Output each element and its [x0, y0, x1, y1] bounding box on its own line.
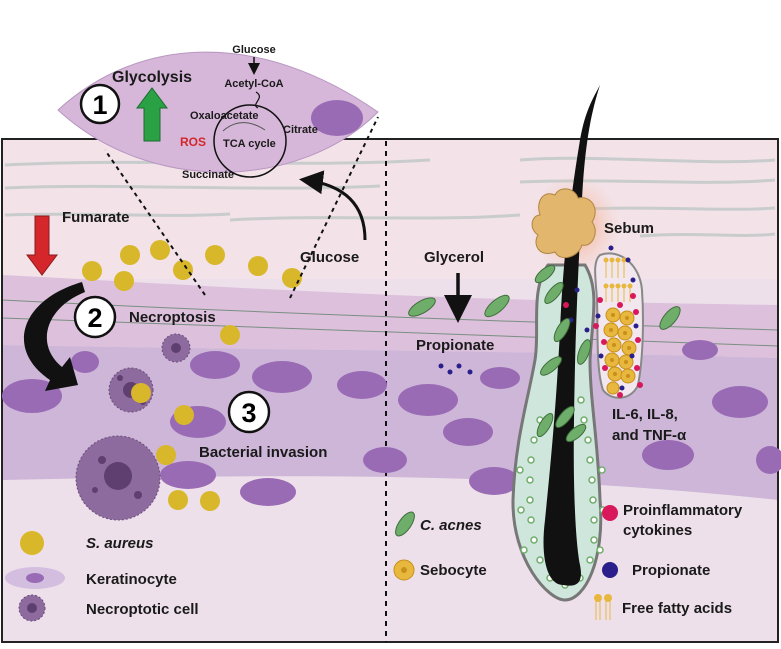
legend-keratinocyte-nucleus: [26, 573, 44, 583]
fumarate-label: Fumarate: [62, 209, 130, 226]
legend-propionate-icon: [602, 562, 618, 578]
propionate-dots: [438, 363, 473, 375]
legend-keratinocyte-label: Keratinocyte: [86, 571, 177, 588]
cytokines-label-line2: and TNF-α: [612, 427, 687, 444]
bacterial-invasion-label: Bacterial invasion: [199, 444, 327, 461]
pathway-ros: ROS: [180, 135, 206, 149]
glucose-uptake-arrow: [299, 170, 367, 241]
tissue-background: [1, 138, 779, 643]
cytokine-dots: [563, 293, 643, 398]
legend-cytokine-icon: [602, 505, 618, 521]
tca-cycle-circle: [213, 104, 287, 178]
legend-cytokines-label-line2: cytokines: [623, 522, 692, 539]
legend-fatty-acids-label: Free fatty acids: [622, 600, 732, 617]
hair-shaft: [543, 85, 600, 586]
legend-c-acnes-icon: [395, 511, 415, 537]
step-3-number: 3: [241, 398, 256, 428]
step-1-number: 1: [92, 90, 107, 120]
fatty-acid-chains: [605, 262, 631, 302]
fatty-acid-heads: [603, 257, 633, 289]
fumarate-decrease-arrow: [26, 215, 58, 276]
glycerol-label: Glycerol: [424, 249, 484, 266]
pathway-oxaloacetate: Oxaloacetate: [190, 110, 258, 122]
step-2-circle: [73, 295, 117, 339]
legend-fatty-acid-icon: [594, 594, 612, 620]
pathway-glucose: Glucose: [232, 44, 275, 56]
sebum-blob: [531, 188, 596, 259]
acetyl-link: [255, 91, 260, 109]
tissue-border: [1, 138, 779, 643]
inset-nucleus: [311, 100, 363, 136]
zoom-lines: [104, 116, 379, 299]
propionate-dots-gland: [568, 245, 639, 391]
legend-sebocyte-label: Sebocyte: [420, 562, 487, 579]
necroptosis-label: Necroptosis: [129, 309, 216, 326]
glucose-label: Glucose: [300, 249, 359, 266]
legend-c-acnes-label: C. acnes: [420, 517, 482, 534]
legend-sebocyte-nucleus: [401, 567, 407, 573]
propionate-label: Propionate: [416, 337, 494, 354]
sebaceous-gland: [563, 245, 644, 399]
glycolysis-up-arrow: [136, 87, 168, 142]
mito-fold: [222, 122, 266, 132]
legend-s-aureus-label: S. aureus: [86, 535, 154, 552]
follicle-cells: [516, 396, 607, 589]
step-2-number: 2: [87, 303, 102, 333]
step-3-circle: [227, 390, 271, 434]
cytokines-label-line1: IL-6, IL-8,: [612, 406, 678, 423]
pathway-citrate: Citrate: [283, 124, 318, 136]
sebocyte-nuclei: [609, 313, 631, 378]
pathway-succinate: Succinate: [182, 169, 234, 181]
sebum-label: Sebum: [604, 220, 654, 237]
pathway-tca-cycle: TCA cycle: [223, 138, 276, 150]
legend-cytokines-label-line1: Proinflammatory: [623, 502, 743, 519]
hair-follicle: [511, 85, 620, 602]
legend-right: C. acnes Sebocyte Proinflammatory cytoki…: [393, 502, 743, 620]
pathway-acetyl-coa: Acetyl-CoA: [224, 78, 283, 90]
legend-propionate-label: Propionate: [632, 562, 710, 579]
glycolysis-title: Glycolysis: [112, 69, 192, 86]
c-acnes-bacteria: [408, 264, 681, 443]
legend-necroptotic-label: Necroptotic cell: [86, 601, 199, 618]
s-aureus-cells: [82, 240, 302, 511]
inset-cell: [57, 51, 379, 173]
arrows-left: [23, 170, 367, 391]
legend-left: S. aureus Keratinocyte Necroptotic cell: [5, 531, 199, 622]
necroptosis-arrow: [23, 282, 85, 391]
legend-necroptotic-core: [27, 603, 37, 613]
glycolysis-inset: 1 Glycolysis Glucose Acetyl-CoA Oxaloace…: [57, 44, 379, 181]
step-1-circle: [79, 83, 121, 125]
legend-s-aureus-icon: [20, 531, 44, 555]
